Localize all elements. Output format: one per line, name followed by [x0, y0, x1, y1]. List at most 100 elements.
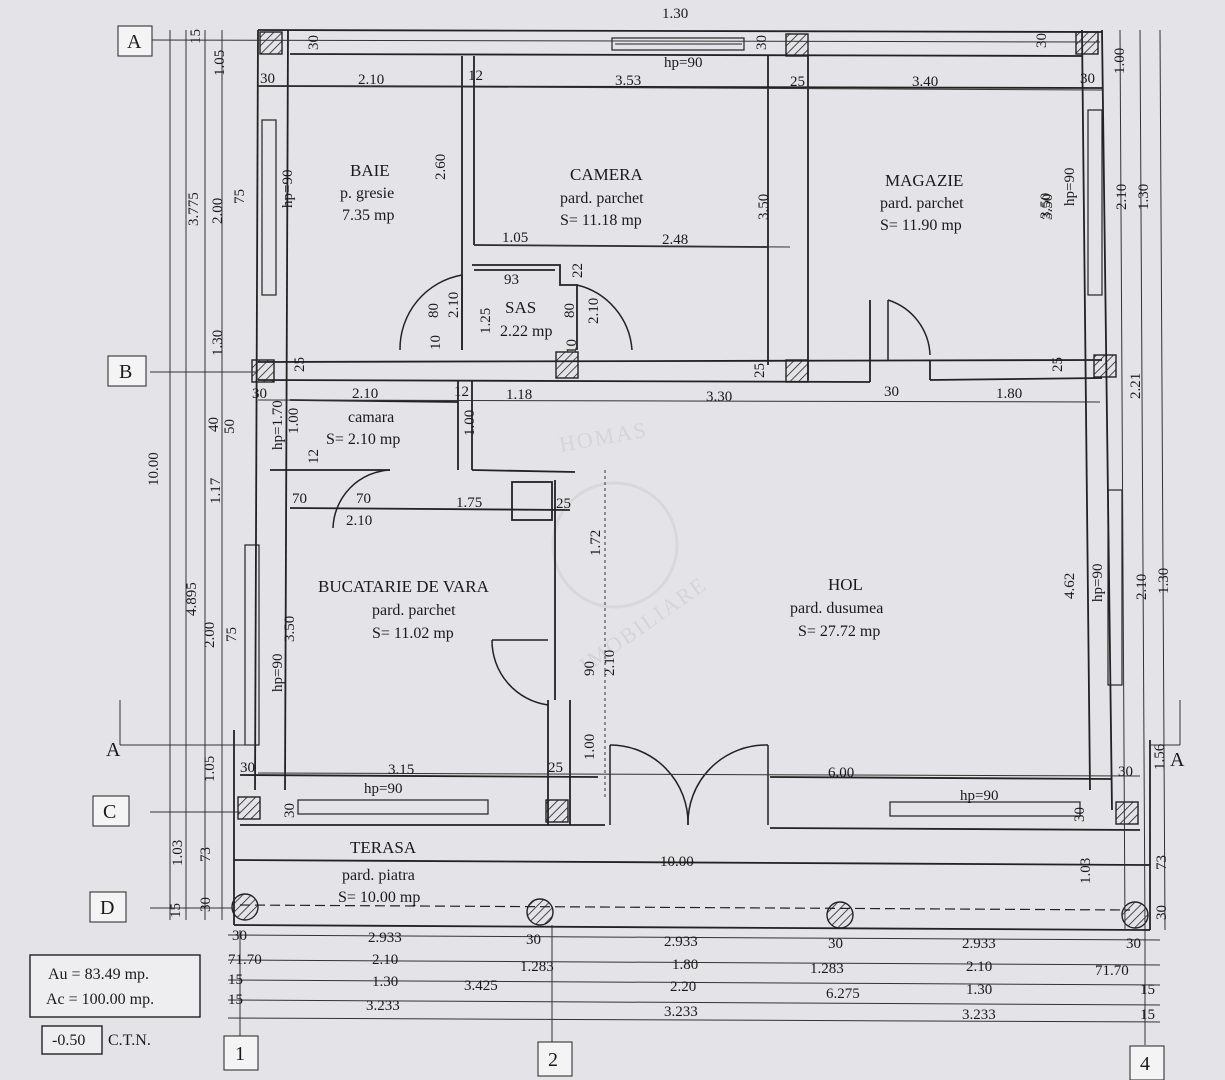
dim: 3.50	[1040, 194, 1056, 220]
axis-col-1: 1	[235, 1043, 245, 1065]
dim: 15	[168, 903, 184, 918]
dim: 1.30	[372, 974, 398, 990]
dim: hp=90	[270, 654, 286, 692]
dim: 93	[504, 272, 519, 288]
dim: 10	[428, 335, 444, 350]
walls	[233, 29, 1151, 931]
dim: 2.10	[446, 292, 462, 318]
room-camera-name: CAMERA	[570, 165, 643, 184]
dim: 2.48	[662, 232, 688, 248]
room-magazie-name: MAGAZIE	[885, 171, 963, 190]
dim: 25	[752, 363, 768, 378]
dim: 3.775	[186, 192, 202, 226]
room-bucatarie-name: BUCATARIE DE VARA	[318, 577, 490, 596]
dim: 1.05	[212, 50, 228, 76]
dim: 2.10	[358, 72, 384, 88]
dim: hp=90	[1090, 564, 1106, 602]
room-terasa-name: TERASA	[350, 838, 417, 857]
room-hol-name: HOL	[828, 575, 863, 594]
room-magazie-finish: pard. parchet	[880, 195, 964, 212]
dim: 3.50	[1038, 193, 1054, 219]
dim: 30	[232, 928, 247, 944]
dim: 4.895	[184, 582, 200, 616]
dim: 1.00	[286, 408, 302, 434]
dim: 3.425	[464, 978, 498, 994]
dim: 15	[228, 992, 243, 1008]
dim: 70	[292, 491, 307, 507]
dim: hp=90	[1062, 168, 1078, 206]
dim: 6.275	[826, 986, 860, 1002]
dim: 2.20	[670, 979, 696, 995]
dim: 12	[454, 384, 469, 400]
axis-col-2: 2	[548, 1049, 558, 1071]
dim: hp=90	[664, 55, 702, 71]
dim: 1.283	[520, 959, 554, 975]
dim: 2.10	[352, 386, 378, 402]
dim: 1.80	[996, 386, 1022, 402]
dim: 10	[564, 339, 580, 354]
dim: 15	[188, 29, 204, 44]
dim: 30	[282, 803, 298, 818]
dim: 3.40	[912, 74, 938, 90]
room-bucatarie-area: S= 11.02 mp	[372, 625, 454, 642]
dim: 25	[556, 496, 571, 512]
dim: 30	[260, 71, 275, 87]
doors	[332, 274, 931, 826]
dim: 30	[306, 35, 322, 50]
dim: 6.00	[828, 765, 854, 781]
dim: 1.30	[1156, 568, 1172, 594]
dim: 30	[754, 35, 770, 50]
dim: 25	[548, 760, 563, 776]
dim: 71.70	[228, 952, 262, 968]
room-hol-finish: pard. dusumea	[790, 600, 883, 617]
dim: 1.80	[672, 957, 698, 973]
structural-columns	[231, 31, 1149, 929]
dim: 3.50	[756, 194, 772, 220]
section-marker-right: A	[1170, 749, 1185, 771]
dim: 3.15	[388, 762, 414, 778]
room-labels: BAIE p. gresie 7.35 mp CAMERA pard. parc…	[318, 161, 964, 906]
dimension-lines	[119, 29, 1181, 1045]
dim: 30	[252, 386, 267, 402]
dim: 40	[206, 417, 222, 432]
dim: 2.933	[962, 936, 996, 952]
dim: 2.933	[368, 930, 402, 946]
level-value: -0.50	[52, 1032, 85, 1049]
dim: 73	[198, 847, 214, 862]
dim: 3.53	[615, 73, 641, 89]
room-camera-finish: pard. parchet	[560, 190, 644, 207]
dim: 2.10	[586, 298, 602, 324]
dim: 30	[1072, 807, 1088, 822]
dim: 1.25	[478, 308, 494, 334]
dim: 1.283	[810, 961, 844, 977]
dim: 15	[1140, 1007, 1155, 1023]
dim: 1.03	[1078, 858, 1094, 884]
area-summary: Au = 83.49 mp. Ac = 100.00 mp. -0.50 C.T…	[29, 954, 201, 1055]
dim: 73	[1154, 855, 1170, 870]
dim: 1.17	[208, 477, 224, 504]
dim: 25	[292, 357, 308, 372]
dim: 1.00	[582, 734, 598, 760]
grid-axis-labels: A B C D 1 2 4 A A	[89, 25, 1185, 1080]
room-terasa-finish: pard. piatra	[342, 867, 415, 884]
dim: 2.21	[1128, 373, 1144, 399]
dim: 1.18	[506, 387, 532, 403]
dim: 30	[198, 897, 214, 912]
dim: 80	[562, 303, 578, 318]
dim: 22	[570, 263, 586, 278]
dim: 2.10	[966, 959, 992, 975]
dim: 30	[1126, 936, 1141, 952]
axis-row-d: D	[100, 897, 114, 919]
dim: 1.30	[966, 982, 992, 998]
dim: 3.30	[706, 389, 732, 405]
dim: 2.00	[202, 622, 218, 648]
dim: 90	[582, 661, 598, 676]
dim: 12	[306, 449, 322, 464]
dim: 75	[224, 627, 240, 642]
dim: 1.05	[502, 230, 528, 246]
dim: 50	[222, 419, 238, 434]
dim: 2.10	[1134, 574, 1150, 600]
dim: 25	[1050, 357, 1066, 372]
dim: 1.30	[662, 6, 688, 22]
